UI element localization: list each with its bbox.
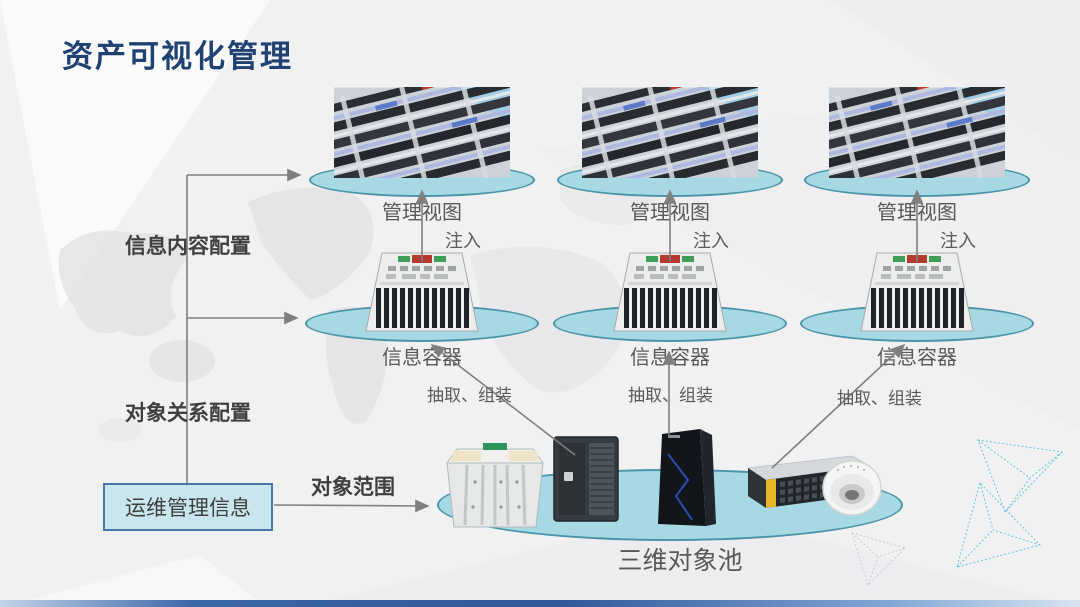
tower-server-image [658,429,716,526]
datacenter-view-image [829,87,1005,178]
smoke-detector-image [822,460,882,516]
management-view-label: 管理视图 [877,200,957,224]
column-1: 管理视图 注入 [305,0,539,607]
motherboard-image [365,252,479,332]
inject-label: 注入 [940,231,976,252]
ops-management-info-label: 运维管理信息 [125,496,251,520]
info-content-config-label: 信息内容配置 [125,234,251,258]
motherboard-image [613,252,727,332]
object-relation-config-label: 对象关系配置 [125,401,251,425]
column-3: 管理视图 注入 [800,0,1034,607]
info-container-label: 信息容器 [877,345,957,369]
management-view-label: 管理视图 [382,200,462,224]
motherboard-image [860,252,974,332]
datacenter-view-image [334,87,510,178]
page-title: 资产可视化管理 [62,39,293,75]
footer-accent-bar [0,600,1080,607]
info-container-label: 信息容器 [382,345,462,369]
datacenter-view-image [582,87,758,178]
ops-management-info-box: 运维管理信息 [103,483,273,531]
extract-assemble-label-3: 抽取、组装 [837,389,922,409]
extract-assemble-label-1: 抽取、组装 [427,386,512,406]
management-view-label: 管理视图 [630,200,710,224]
ups-cabinet-image [553,436,619,522]
wireframe-tetrahedron-decoration [851,439,1064,586]
info-container-label: 信息容器 [630,345,710,369]
object-scope-label: 对象范围 [311,475,395,499]
inject-label: 注入 [693,231,729,252]
extract-assemble-label-2: 抽取、组装 [628,386,713,406]
object-pool-label: 三维对象池 [617,546,743,575]
server-enclosure-image [446,443,544,528]
column-2: 管理视图 注入 [553,0,787,607]
inject-label: 注入 [445,231,481,252]
